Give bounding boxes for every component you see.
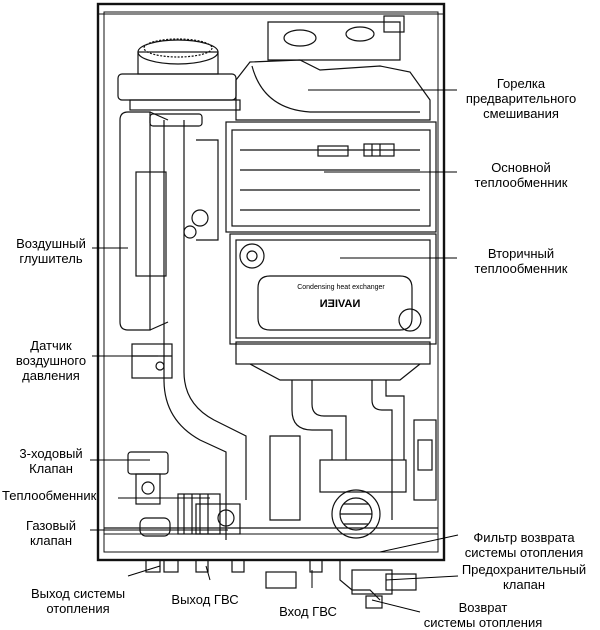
label-heating-outlet: Выход системы отопления <box>30 586 126 616</box>
gas-valve-part <box>139 503 241 537</box>
label-dhw-inlet: Вход ГВС <box>279 604 337 619</box>
label-air-pressure-sensor: Датчик воздушного давления <box>15 338 87 383</box>
secondary-heat-exchanger <box>229 233 437 381</box>
label-three-way-valve: 3-ходовый Клапан <box>19 446 83 476</box>
label-air-silencer: Воздушный глушитель <box>16 236 86 266</box>
label-gas-valve: Газовый клапан <box>26 518 76 548</box>
circulation-pump <box>319 459 407 539</box>
label-burner: Горелка предварительного смешивания <box>465 76 577 121</box>
premix-burner <box>117 15 431 121</box>
leader-lines <box>90 89 459 613</box>
boiler-casing <box>96 2 446 562</box>
air-pipe <box>149 113 247 500</box>
expansion-components <box>391 419 437 520</box>
three-way-valve <box>127 451 169 505</box>
label-heating-return: Возврат системы отопления <box>423 600 543 630</box>
label-safety-valve: Предохранительный клапан <box>461 562 587 592</box>
bottom-connections <box>145 559 417 609</box>
water-pipes <box>225 380 405 540</box>
nameplate-text: Condensing heat exchanger <box>297 284 385 291</box>
label-return-filter: Фильтр возврата системы отопления <box>464 530 584 560</box>
label-heat-exchanger: Теплообменник <box>2 488 97 503</box>
label-main-heat-exchanger: Основной теплообменник <box>474 160 568 190</box>
air-pressure-sensor <box>131 343 173 379</box>
nameplate-logo: NAVIEN <box>319 298 361 310</box>
main-heat-exchanger <box>225 121 437 233</box>
label-dhw-outlet: Выход ГВС <box>171 592 239 607</box>
label-secondary-heat-exchanger: Вторичный теплообменник <box>474 246 568 276</box>
air-silencer <box>119 111 169 331</box>
